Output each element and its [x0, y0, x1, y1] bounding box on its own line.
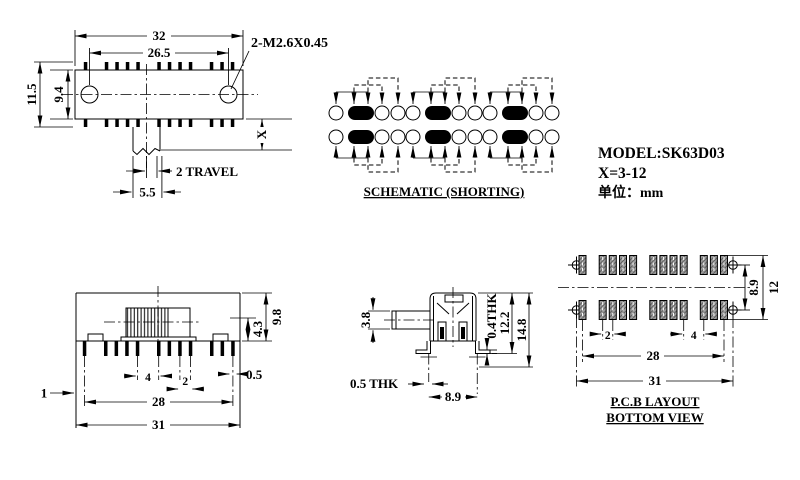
dim-4-pcb-label: 4 — [691, 330, 697, 342]
dim-4-pcb: 4 — [670, 330, 717, 342]
right-tab — [212, 333, 229, 342]
dim-8-9-pcb-label: 8.9 — [746, 279, 761, 296]
schematic-group-1 — [329, 78, 405, 172]
top-slot — [444, 294, 464, 303]
left-tab — [87, 333, 104, 342]
dim-31-pcb-label: 31 — [649, 373, 662, 388]
travel-label: 2 TRAVEL — [176, 164, 238, 179]
schematic-group-3 — [483, 78, 559, 172]
dim-1: 1 — [41, 386, 74, 401]
top-view-pins-bottom — [83, 119, 235, 127]
pcb-title: P.C.B LAYOUT — [611, 394, 700, 409]
switch-body-outline — [74, 69, 244, 120]
dim-9-8-label: 9.8 — [269, 308, 284, 325]
dim-2-front: 2 — [166, 376, 204, 392]
dim-8-9-side-label: 8.9 — [445, 389, 462, 404]
dim-26-5-label: 26.5 — [148, 45, 171, 60]
dim-0-4-thk-label: 0.4THK — [484, 293, 499, 339]
schematic-view: SCHEMATIC (SHORTING) — [329, 78, 559, 199]
info-block: MODEL:SK63D03 X=3-12 单位：mm — [598, 145, 725, 201]
dim-x-label: X — [254, 129, 269, 139]
dim-28-front-label: 28 — [152, 394, 166, 409]
dim-4-front-label: 4 — [145, 372, 151, 384]
dim-31-pcb: 31 — [576, 373, 733, 388]
dim-28-front: 28 — [84, 394, 233, 409]
dim-28-pcb: 28 — [582, 348, 724, 363]
pcb-subtitle: BOTTOM VIEW — [606, 410, 703, 425]
leader-line — [230, 50, 250, 90]
dim-0-5-front: 0.5 — [217, 367, 263, 382]
dim-12-pcb-label: 12 — [766, 281, 781, 294]
thread-note-label: 2-M2.6X0.45 — [251, 36, 328, 51]
dim-5-5: 5.5 — [113, 156, 181, 200]
thread-note: 2-M2.6X0.45 — [230, 36, 328, 90]
dim-9-4-label: 9.4 — [51, 86, 66, 103]
dim-28-pcb-label: 28 — [647, 348, 661, 363]
x-range-label: X=3-12 — [598, 165, 647, 182]
schematic-group-2 — [406, 78, 482, 172]
dim-14-8-label: 14.8 — [514, 318, 529, 341]
dim-31-front: 31 — [76, 417, 240, 432]
dim-3-8: 3.8 — [358, 297, 390, 343]
solder-legs — [415, 341, 491, 394]
actuator-stem — [132, 127, 161, 156]
knob-flange — [120, 336, 197, 342]
pcb-pads-row2 — [578, 300, 728, 320]
dim-31-front-label: 31 — [152, 417, 165, 432]
dim-0-4-thk: 0.4THK — [484, 293, 499, 366]
dim-14-8: 14.8 — [479, 293, 533, 368]
dim-32: 32 — [74, 28, 244, 66]
dim-4-front: 4 — [124, 372, 172, 384]
dim-2-pcb: 2 — [589, 330, 626, 342]
front-view: 9.8 4.3 1 4 2 0.5 — [41, 286, 284, 432]
dim-11-5-label: 11.5 — [24, 83, 39, 106]
dim-8-9-pcb: 8.9 — [737, 264, 761, 311]
dim-2-front-label: 2 — [182, 376, 188, 388]
inner-terminals — [437, 321, 468, 342]
dim-11-5: 11.5 — [24, 61, 73, 128]
side-view: 3.8 0.5 THK 8.9 0.4THK — [350, 287, 533, 404]
front-view-pins — [82, 341, 235, 356]
pcb-pads-row1 — [578, 255, 728, 275]
knob-ribs — [125, 307, 169, 338]
dim-3-8-label: 3.8 — [358, 311, 373, 328]
dim-0-5-front-label: 0.5 — [246, 367, 263, 382]
model-label: MODEL:SK63D03 — [598, 145, 725, 162]
dim-9-4: 9.4 — [50, 69, 73, 120]
unit-label: 单位：mm — [598, 184, 664, 201]
schematic-title: SCHEMATIC (SHORTING) — [364, 184, 525, 199]
dim-travel: 2 TRAVEL — [126, 156, 238, 179]
dim-0-5-thk-label: 0.5 THK — [350, 376, 399, 391]
dim-2-pcb-label: 2 — [605, 330, 611, 342]
dim-5-5-label: 5.5 — [139, 185, 156, 200]
pcb-view: 8.9 12 2 4 28 31 — [558, 255, 781, 425]
dim-12-pcb: 12 — [728, 255, 781, 320]
top-view: 32 26.5 11.5 9.4 2-M2.6X0.45 — [24, 28, 328, 200]
dim-1-label: 1 — [41, 386, 48, 401]
dim-4-3: 4.3 — [230, 317, 265, 341]
dim-12-2-label: 12.2 — [497, 312, 512, 335]
top-view-pins-top — [83, 62, 235, 70]
dim-4-3-label: 4.3 — [250, 320, 265, 337]
dim-26-5: 26.5 — [89, 45, 229, 85]
dim-x: X — [161, 118, 292, 151]
dim-12-2: 12.2 — [478, 292, 533, 354]
break-line — [132, 147, 161, 156]
dim-8-9-side: 8.9 — [428, 389, 478, 404]
dim-9-8: 9.8 — [242, 292, 284, 342]
dim-0-5-thk: 0.5 THK — [350, 376, 448, 391]
dim-32-label: 32 — [153, 28, 166, 43]
